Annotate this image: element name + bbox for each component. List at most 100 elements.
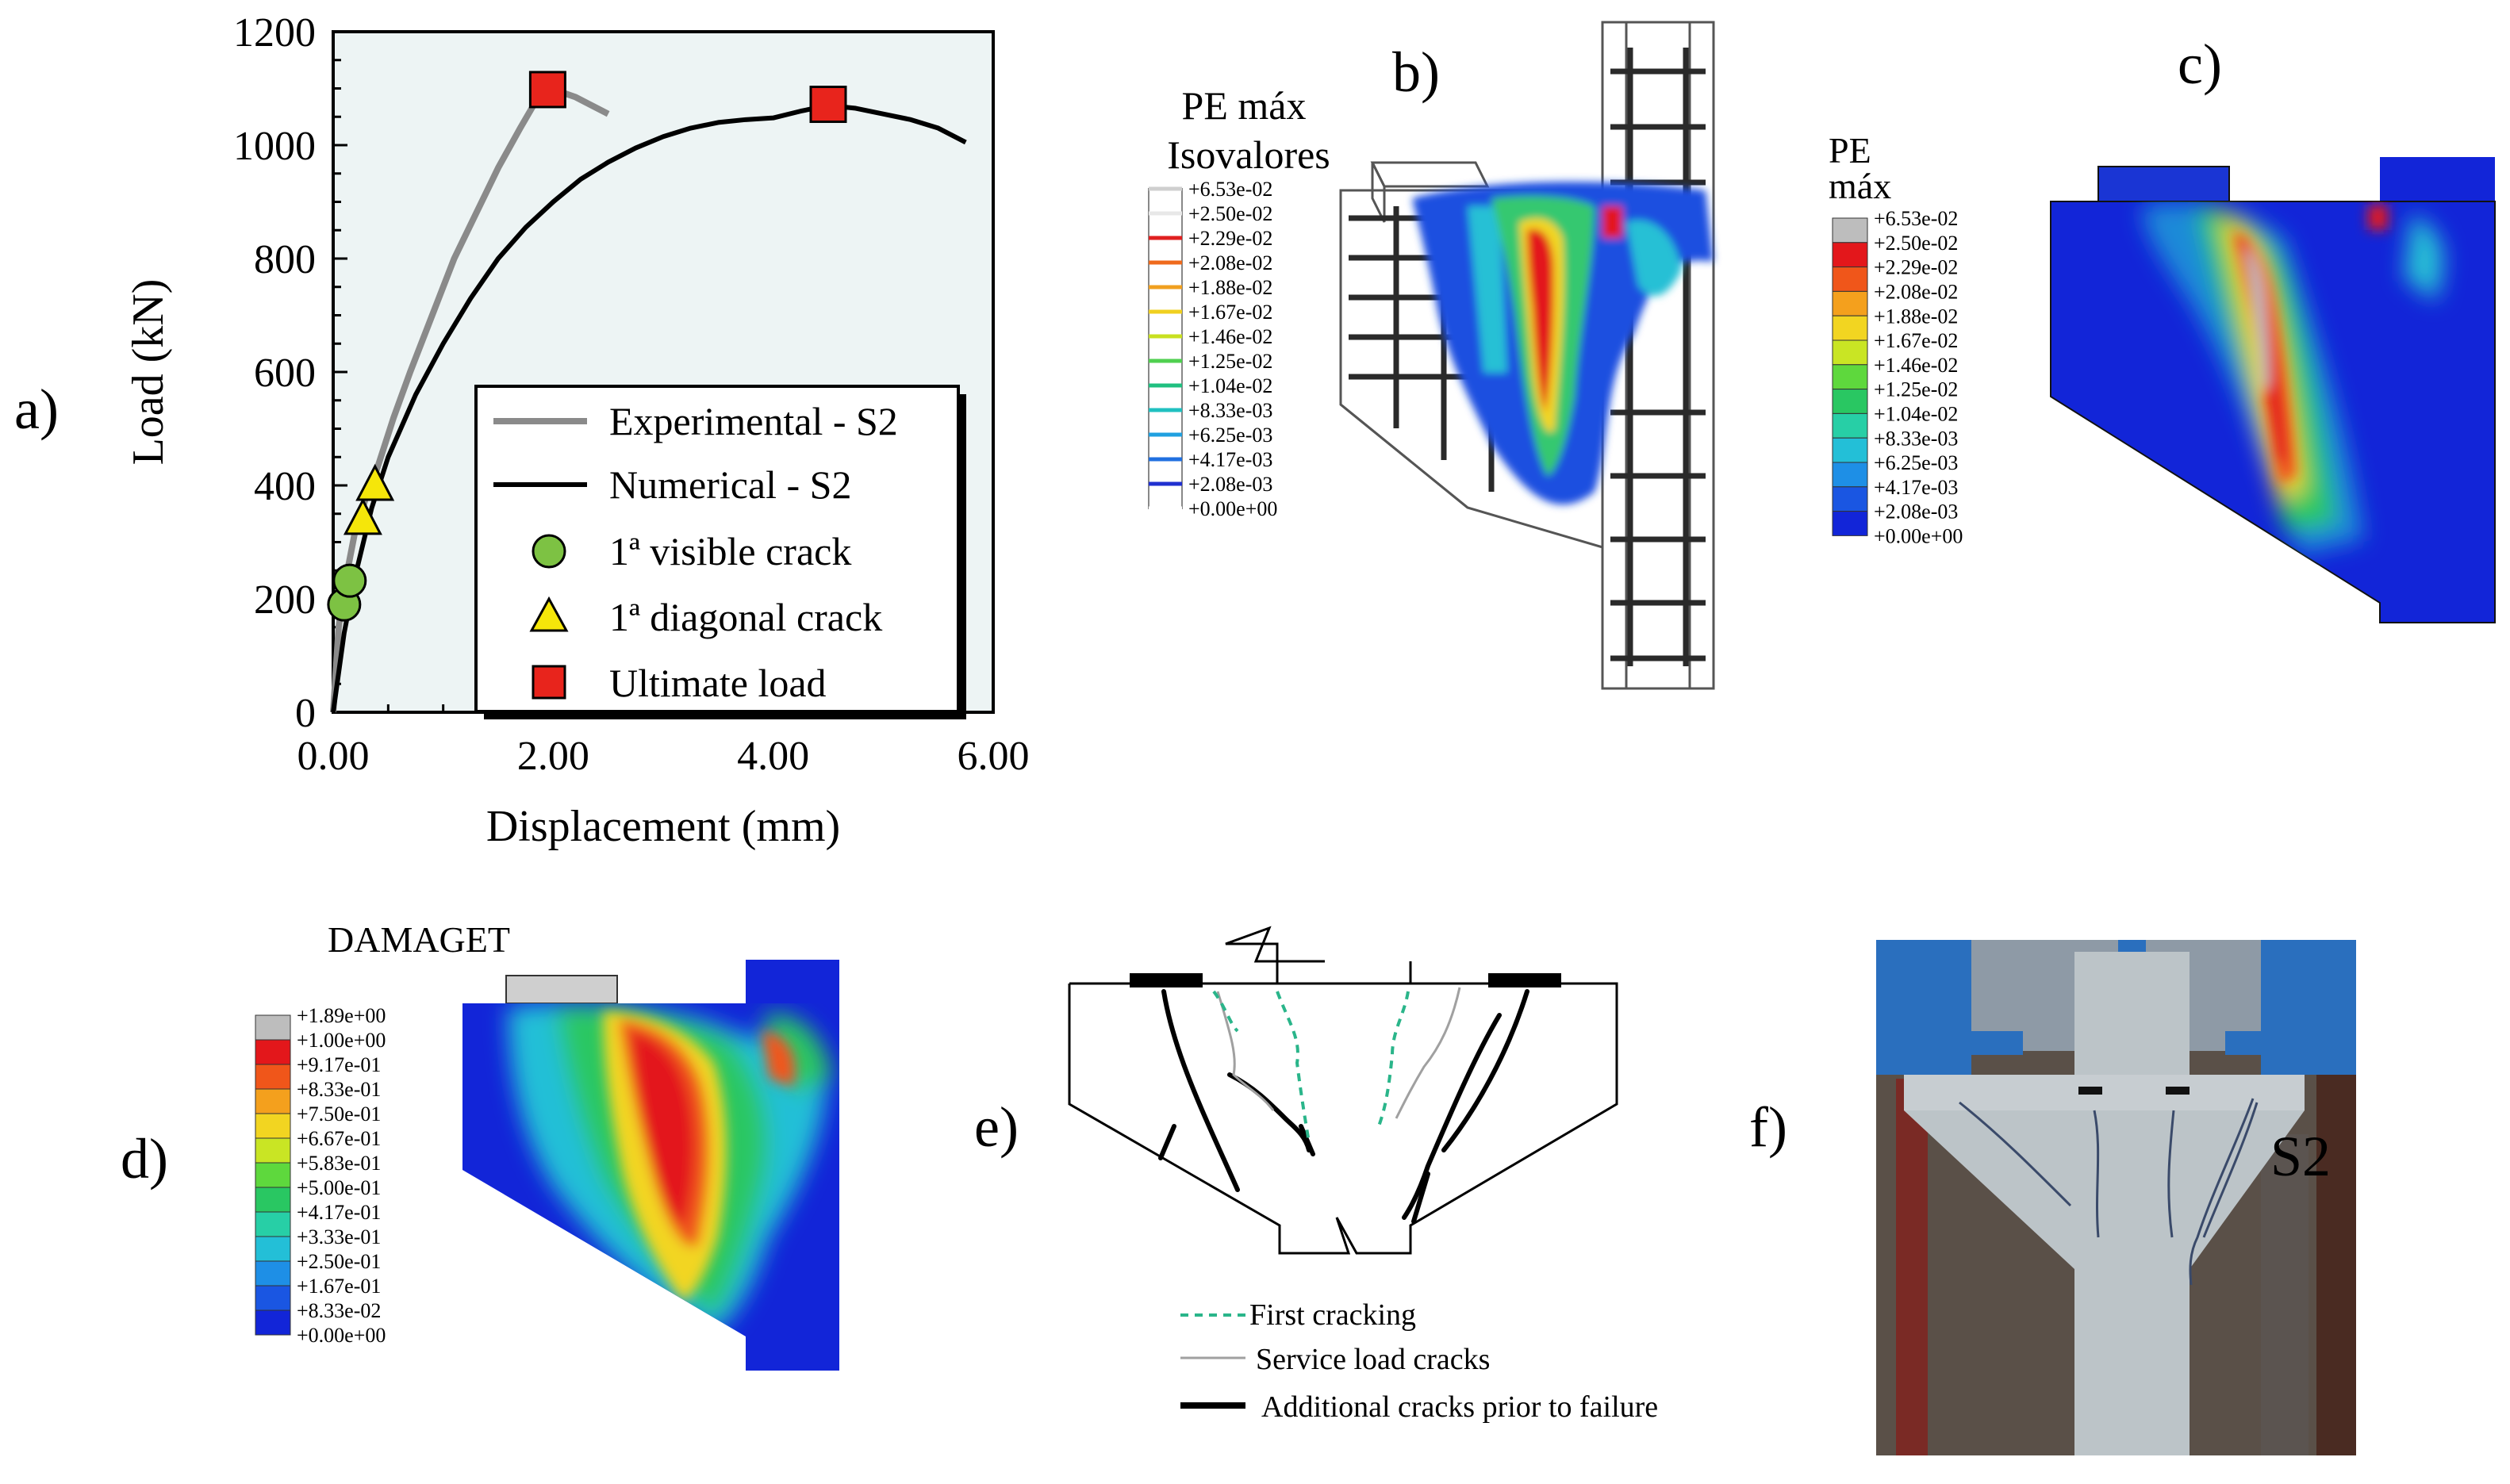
legend-value: +0.00e+00	[297, 1324, 386, 1347]
legend-color-swatch	[1832, 364, 1868, 390]
series-markers	[327, 71, 847, 622]
legend-label-service-cracks: Service load cracks	[1256, 1343, 1490, 1376]
legend-value: +1.88e-02	[1188, 276, 1272, 299]
panel-label-a: a)	[14, 378, 59, 441]
legend-value: +8.33e-03	[1874, 427, 1958, 450]
diagonal-crack-marker	[355, 463, 395, 501]
legend-value: +6.67e-01	[297, 1127, 381, 1150]
legend-value: +4.17e-01	[297, 1201, 381, 1224]
panel-d-contour-field	[508, 1003, 833, 1333]
legend-color-swatch	[1832, 242, 1868, 268]
legend-color-swatch	[255, 1113, 291, 1139]
plastic-strain-isosurfaces	[1412, 182, 1714, 505]
legend-color-swatch	[255, 1211, 291, 1237]
panel-label-b: b)	[1392, 40, 1440, 104]
legend-label-visible-crack: 1ª visible crack	[609, 529, 851, 573]
legend-swatch-visible-crack	[532, 534, 566, 569]
legend-value: +1.89e+00	[297, 1004, 386, 1027]
legend-color-swatch	[255, 1039, 291, 1065]
loading-frame	[1876, 940, 2356, 1099]
ultimate-load-marker	[528, 71, 566, 109]
panel-d-loading-plate	[505, 975, 618, 1004]
legend-color-swatch	[1832, 315, 1868, 341]
legend-label-numerical: Numerical - S2	[609, 462, 851, 507]
legend-value: +2.08e-02	[1188, 251, 1272, 274]
service-load-cracks	[1216, 987, 1461, 1119]
legend-color-swatch	[1832, 389, 1868, 414]
panel-label-e: e)	[974, 1095, 1019, 1159]
legend-color-swatch	[1832, 486, 1868, 512]
legend-value: +1.04e-02	[1874, 403, 1958, 426]
panel-label-f: f)	[1749, 1095, 1787, 1159]
diagonal-crack-marker	[343, 497, 382, 535]
legend-value: +5.00e-01	[297, 1176, 381, 1199]
legend-value: +2.29e-02	[1874, 256, 1958, 279]
y-tick-label: 200	[254, 577, 316, 623]
legend-value: +1.88e-02	[1874, 305, 1958, 328]
panel-c-contour-field	[2142, 203, 2443, 555]
panel-label-d: d)	[121, 1127, 168, 1191]
legend-color-swatch	[1832, 217, 1868, 243]
legend-value: +6.53e-02	[1188, 178, 1272, 201]
panel-c-title-line2: máx	[1829, 166, 1891, 206]
panel-b-3d-model: PE máx Isovalores +6.53e-02+2.50e-02+2.2…	[1148, 21, 1715, 690]
legend-value: +8.33e-03	[1188, 399, 1272, 422]
x-tick-label: 6.00	[958, 734, 1030, 779]
legend-color-swatch	[1832, 290, 1868, 316]
first-cracking-cracks	[1212, 990, 1410, 1143]
panel-b-title-line2: Isovalores	[1167, 132, 1330, 177]
legend-value: +4.17e-03	[1874, 476, 1958, 499]
legend-color-swatch	[255, 1310, 291, 1336]
legend-color-swatch	[1832, 412, 1868, 439]
right-bearing-plate	[1488, 973, 1561, 987]
legend-value: +2.50e-01	[297, 1250, 381, 1273]
legend-color-swatch	[255, 1014, 291, 1041]
x-tick-label: 4.00	[737, 734, 809, 779]
legend-value: +1.67e-02	[1188, 301, 1272, 324]
legend-label-experimental: Experimental - S2	[609, 399, 898, 443]
legend-frame	[1148, 188, 1183, 509]
legend-color-swatch	[1832, 267, 1868, 292]
panel-c-column-stub	[2380, 157, 2495, 201]
legend-color-swatch	[255, 1064, 291, 1090]
legend-label-diagonal-crack: 1ª diagonal crack	[609, 595, 882, 639]
legend-value: +2.29e-02	[1188, 227, 1272, 250]
legend-color-swatch	[255, 1137, 291, 1164]
legend-value: +2.50e-02	[1874, 232, 1958, 255]
legend-color-swatch	[1832, 339, 1868, 366]
legend-value: +5.83e-01	[297, 1152, 381, 1175]
legend-label-ultimate-load: Ultimate load	[609, 661, 827, 705]
legend-swatch-ultimate-load	[532, 665, 566, 700]
y-tick-label: 1000	[233, 124, 316, 169]
y-tick-label: 400	[254, 464, 316, 509]
panel-d-column-stub	[746, 960, 839, 1003]
legend-color-swatch	[255, 1285, 291, 1311]
chart-legend: Experimental - S2 Numerical - S2 1ª visi…	[474, 385, 966, 719]
legend-value: +3.33e-01	[297, 1225, 381, 1248]
legend-value: +2.08e-02	[1874, 281, 1958, 304]
legend-value: +6.25e-03	[1874, 451, 1958, 474]
legend-value: +1.67e-02	[1874, 329, 1958, 352]
y-tick-label: 0	[295, 691, 316, 736]
panel-d-title: DAMAGET	[328, 919, 510, 960]
legend-value: +4.17e-03	[1188, 448, 1272, 471]
panel-c-strain-contour: PE máx +6.53e-02+2.50e-02+2.29e-02+2.08e…	[1829, 130, 2496, 623]
y-tick-label: 1200	[233, 10, 316, 56]
legend-swatch-diagonal-crack	[529, 596, 569, 632]
legend-value: +1.25e-02	[1188, 350, 1272, 373]
legend-value: +2.08e-03	[1874, 500, 1958, 523]
legend-value: +1.25e-02	[1874, 378, 1958, 401]
left-bearing-plate	[1130, 973, 1203, 987]
legend-value: +2.08e-03	[1188, 473, 1272, 496]
specimen-label: S2	[2270, 1125, 2331, 1188]
legend-value: +1.46e-02	[1874, 354, 1958, 377]
legend-value: +1.04e-02	[1188, 374, 1272, 397]
legend-value: +0.00e+00	[1874, 525, 1963, 548]
numerical-series-line	[331, 102, 967, 713]
legend-color-swatch	[1832, 462, 1868, 488]
panel-label-c: c)	[2178, 33, 2222, 96]
panel-d-contour-legend: +1.89e+00+1.00e+00+9.17e-01+8.33e-01+7.5…	[255, 1004, 386, 1347]
legend-label-first-cracking: First cracking	[1249, 1298, 1416, 1332]
